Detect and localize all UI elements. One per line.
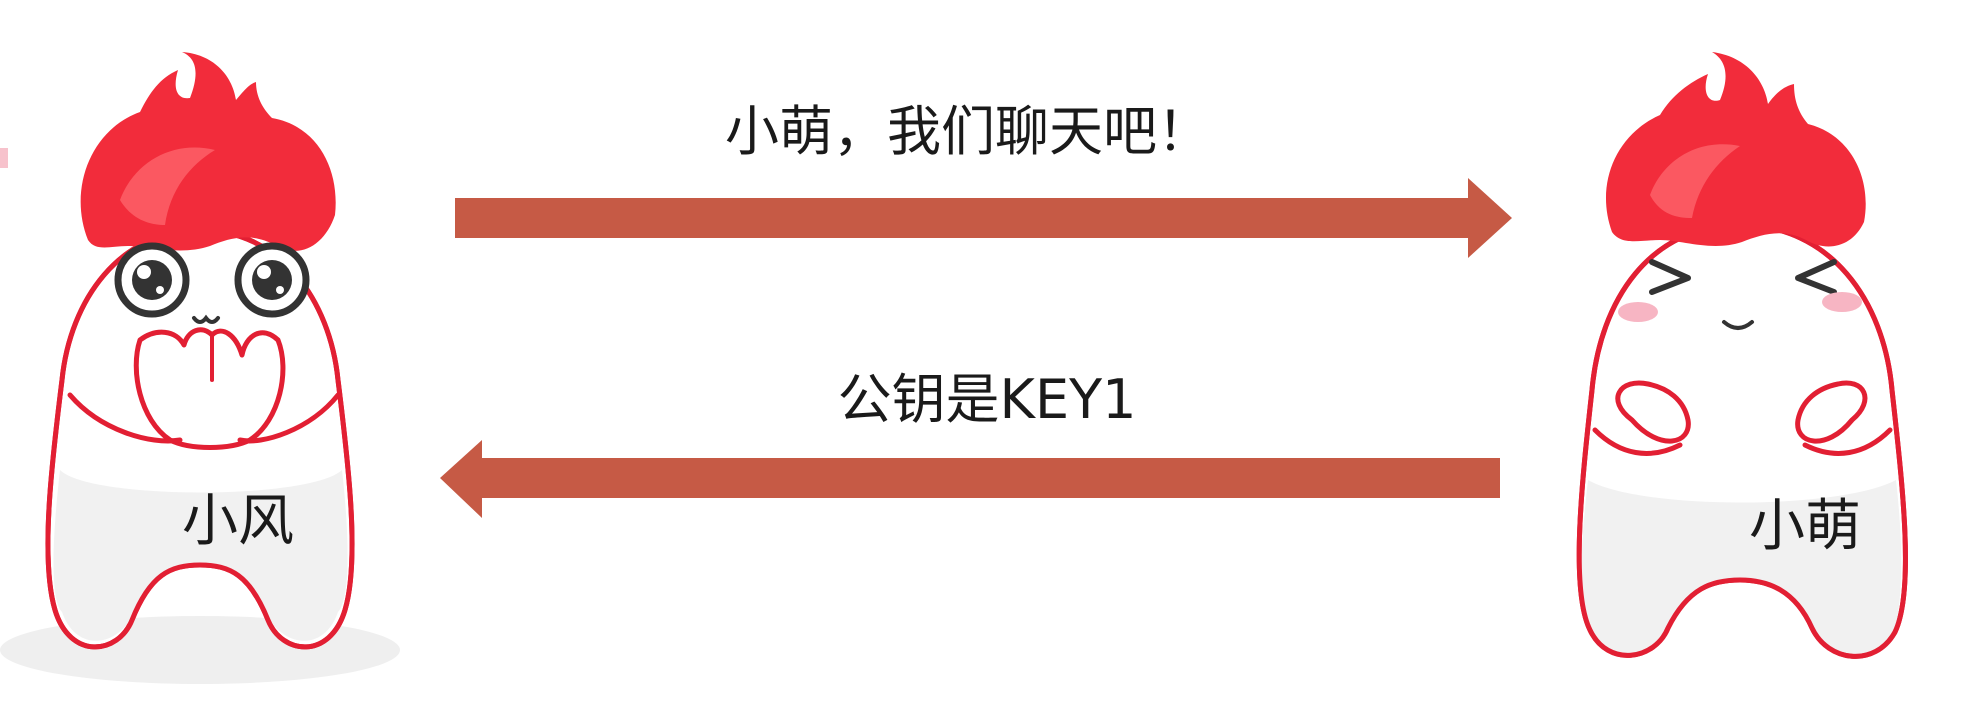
- right-character-mouth: [1722, 320, 1754, 330]
- left-character-mouth: [192, 314, 220, 324]
- right-character-eyes: [1649, 259, 1837, 295]
- message-top-label: 小萌，我们聊天吧！: [725, 100, 1211, 163]
- left-character-name: 小风: [182, 489, 294, 554]
- right-character-hair-highlight: [1650, 144, 1740, 218]
- right-character-blush-right: [1822, 292, 1862, 312]
- left-character-body-shade: [53, 470, 348, 641]
- right-character-body-shade: [1581, 480, 1902, 654]
- left-character-hair-highlight: [120, 147, 215, 225]
- arrow-top-shape: [455, 178, 1512, 258]
- right-character-blush-left: [1618, 302, 1658, 322]
- character-left: 小风: [0, 52, 400, 684]
- arrow-bottom-shape: [440, 440, 1500, 518]
- right-character-hair: [1605, 52, 1866, 247]
- right-character-name: 小萌: [1749, 494, 1861, 559]
- message-bottom-label: 公钥是KEY1: [838, 368, 1137, 431]
- left-character-eyes: [114, 242, 310, 318]
- edge-decoration: [0, 148, 8, 168]
- arrow-top: 小萌，我们聊天吧！: [455, 100, 1512, 258]
- right-character-hand-left: [1615, 380, 1691, 444]
- right-character-hand-right: [1795, 380, 1868, 444]
- left-character-hands: [133, 327, 286, 450]
- arrow-bottom: 公钥是KEY1: [440, 368, 1500, 518]
- character-right: 小萌: [1576, 52, 1908, 659]
